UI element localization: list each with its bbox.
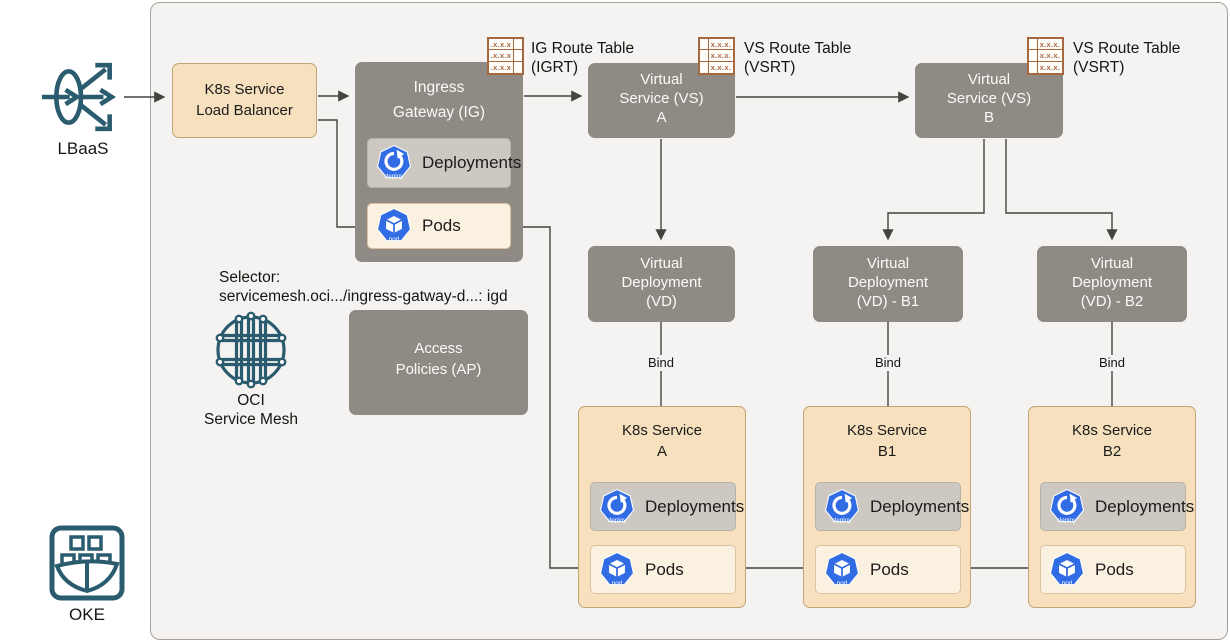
lbaas-icon	[42, 62, 116, 132]
node-label: Deployment	[847, 274, 929, 291]
node-virtual-deployment-b1: Virtual Deployment (VD) - B1	[813, 246, 963, 322]
node-k8s-service-load-balancer: K8s Service Load Balancer	[172, 63, 317, 138]
node-label: Deployment	[621, 274, 702, 291]
service-mesh-icon	[215, 311, 287, 389]
svg-text:pod: pod	[1062, 579, 1073, 586]
pod-icon: pod	[376, 207, 412, 243]
node-virtual-deployment-b2: Virtual Deployment (VD) - B2	[1037, 246, 1187, 322]
node-access-policies: Access Policies (AP)	[349, 310, 528, 415]
node-label: Service (VS)	[946, 90, 1032, 107]
row-label: Pods	[422, 216, 461, 235]
k8s-a-deployments-row: deploy Deployments	[590, 482, 744, 531]
route-table-icon-vsrt-b: x.x.x. x.x.x. x.x.x.	[1027, 37, 1064, 75]
node-label: Virtual	[1090, 255, 1134, 272]
pod-icon: pod	[824, 551, 860, 586]
k8s-b1-deployments-row: deploy Deployments	[815, 482, 969, 531]
row-label: Deployments	[870, 496, 970, 516]
selector-text: Selector: servicemesh.oci.../ingress-gat…	[219, 269, 508, 305]
node-label: K8s Service	[621, 422, 703, 439]
label-vsrt-b: VS Route Table (VSRT)	[1073, 40, 1181, 76]
row-label: Deployments	[1095, 496, 1195, 516]
deploy-icon: deploy	[824, 488, 860, 523]
node-label: Gateway (IG)	[392, 104, 486, 121]
node-virtual-service-b: Virtual Service (VS) B	[915, 63, 1063, 138]
node-label: Virtual	[640, 71, 683, 88]
pod-icon: pod	[1049, 551, 1085, 586]
bind-label: Bind	[643, 355, 679, 371]
node-label: Virtual	[967, 71, 1011, 88]
node-label: B2	[1102, 443, 1122, 460]
service-mesh-label: OCI Service Mesh	[204, 392, 298, 428]
node-label: Access	[414, 340, 463, 357]
svg-text:deploy: deploy	[608, 516, 627, 523]
node-label: K8s Service	[204, 81, 285, 98]
node-label: Service (VS)	[619, 90, 704, 107]
node-virtual-deployment-a: Virtual Deployment (VD)	[588, 246, 735, 322]
node-label: K8s Service	[1071, 422, 1153, 439]
row-label: Pods	[870, 559, 909, 579]
deploy-icon: deploy	[1049, 488, 1085, 523]
svg-text:pod: pod	[389, 236, 400, 243]
node-label: (VD) - B2	[1080, 293, 1144, 310]
lbaas-label: LBaaS	[57, 139, 109, 158]
deploy-icon: deploy	[599, 488, 635, 523]
k8s-b1-pods-row: pod Pods	[815, 545, 961, 594]
svg-text:deploy: deploy	[385, 173, 404, 180]
row-label: Deployments	[645, 496, 745, 516]
node-label: Virtual	[640, 255, 683, 272]
bind-label: Bind	[1094, 355, 1130, 371]
node-ingress-gateway: Ingress Gateway (IG) deploy Deployments …	[355, 62, 523, 262]
node-label: Policies (AP)	[395, 361, 482, 378]
node-label: B	[983, 109, 994, 126]
node-label: Virtual	[866, 255, 910, 272]
svg-text:deploy: deploy	[833, 516, 852, 523]
deploy-icon: deploy	[376, 144, 412, 180]
node-label: B1	[877, 443, 897, 460]
route-table-icon-igrt: .x.x.x .x.x.x .x.x.x	[487, 37, 524, 75]
label-vsrt-a: VS Route Table (VSRT)	[744, 40, 852, 76]
node-label: Load Balancer	[196, 102, 293, 119]
k8s-b2-pods-row: pod Pods	[1040, 545, 1186, 594]
node-virtual-service-a: Virtual Service (VS) A	[588, 63, 735, 138]
ig-deployments-row: deploy Deployments	[367, 138, 521, 188]
row-label: Deployments	[422, 153, 522, 172]
node-label: A	[656, 109, 667, 126]
svg-text:pod: pod	[837, 579, 848, 586]
svg-text:deploy: deploy	[1058, 516, 1077, 523]
svg-text:pod: pod	[612, 579, 623, 586]
k8s-a-pods-row: pod Pods	[590, 545, 736, 594]
oke-icon	[49, 525, 125, 601]
bind-label: Bind	[870, 355, 906, 371]
route-table-icon-vsrt-a: x.x.x. x.x.x. x.x.x.	[698, 37, 735, 75]
pod-icon: pod	[599, 551, 635, 586]
oke-label: OKE	[69, 605, 105, 624]
node-k8s-service-b2: K8s Service B2 deploy Deployments pod Po…	[1028, 406, 1196, 608]
k8s-b2-deployments-row: deploy Deployments	[1040, 482, 1194, 531]
row-label: Pods	[1095, 559, 1134, 579]
node-label: A	[656, 443, 667, 460]
label-igrt: IG Route Table (IGRT)	[531, 40, 635, 76]
row-label: Pods	[645, 559, 684, 579]
node-label: Deployment	[1071, 274, 1153, 291]
node-label: K8s Service	[846, 422, 928, 439]
node-label: (VD) - B1	[856, 293, 920, 310]
node-k8s-service-b1: K8s Service B1 deploy Deployments pod Po…	[803, 406, 971, 608]
node-label: Ingress	[413, 79, 465, 96]
node-k8s-service-a: K8s Service A deploy Deployments pod Pod…	[578, 406, 746, 608]
ig-pods-row: pod Pods	[367, 203, 511, 249]
node-label: (VD)	[646, 293, 677, 310]
